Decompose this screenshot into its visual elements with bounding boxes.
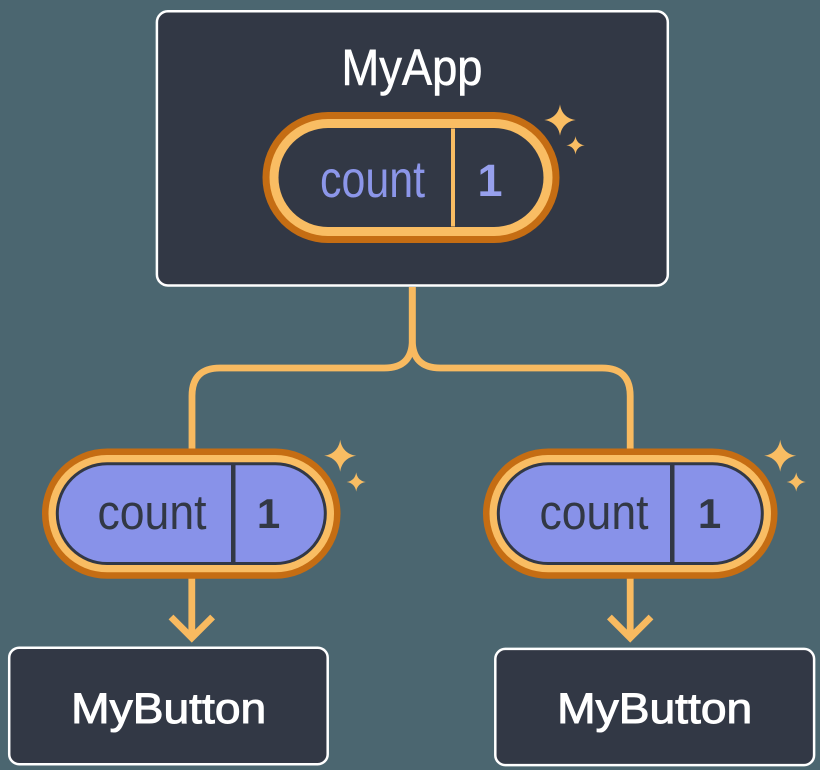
svg-text:1: 1	[257, 490, 280, 537]
svg-text:count: count	[320, 151, 425, 209]
svg-text:1: 1	[477, 155, 502, 206]
svg-text:MyButton: MyButton	[557, 685, 752, 733]
svg-text:count: count	[98, 486, 207, 540]
svg-text:1: 1	[698, 490, 721, 537]
svg-text:MyButton: MyButton	[71, 685, 266, 733]
svg-text:MyApp: MyApp	[342, 39, 483, 96]
svg-text:count: count	[540, 486, 649, 540]
